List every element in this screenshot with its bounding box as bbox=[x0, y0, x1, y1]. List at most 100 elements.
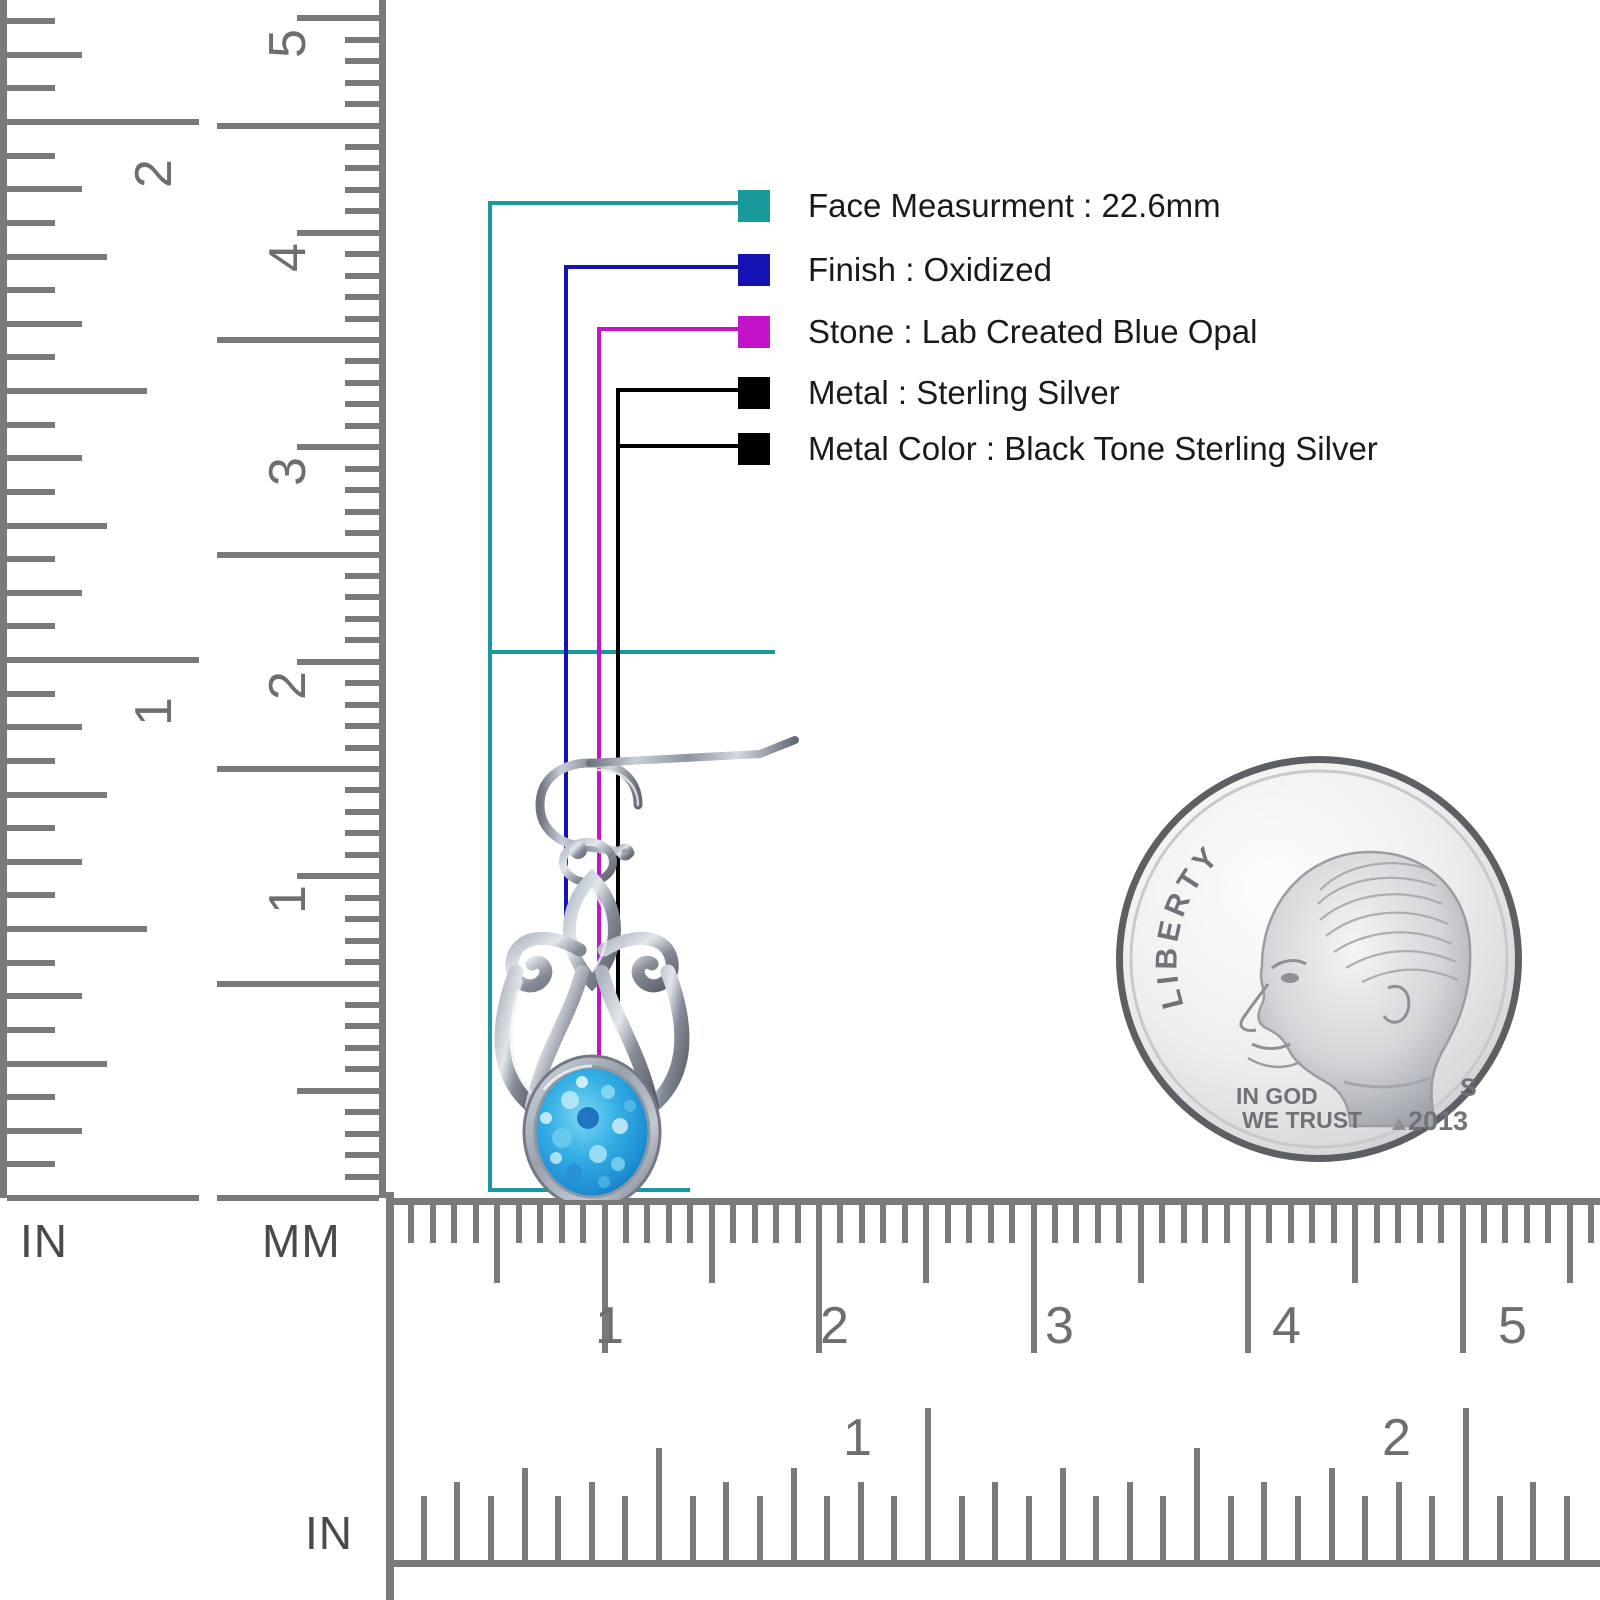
legend-row-metal-color[interactable]: Metal Color : Black Tone Sterling Silver bbox=[738, 426, 1378, 472]
legend-row-face-measurement[interactable]: Face Measurment : 22.6mm bbox=[738, 183, 1221, 229]
legend-label-metal-color: Metal Color : Black Tone Sterling Silver bbox=[808, 430, 1378, 467]
ruler-tick bbox=[345, 894, 379, 901]
ruler-tick bbox=[7, 858, 82, 865]
ruler-tick bbox=[1352, 1205, 1359, 1283]
ruler-tick bbox=[345, 744, 379, 751]
ruler-tick bbox=[622, 1205, 629, 1243]
ruler-tick bbox=[7, 1195, 199, 1201]
ruler-tick bbox=[345, 186, 379, 193]
ruler-tick bbox=[1438, 1205, 1445, 1243]
ear-wire-hook bbox=[535, 736, 799, 858]
bottom-inch-ruler-left-spine bbox=[386, 1192, 394, 1600]
ruler-tick bbox=[756, 1496, 763, 1560]
ruler-tick bbox=[1373, 1205, 1380, 1243]
legend-row-metal[interactable]: Metal : Sterling Silver bbox=[738, 370, 1120, 416]
ruler-tick bbox=[454, 1482, 461, 1560]
ruler-tick bbox=[1496, 1496, 1503, 1560]
coin-mintmark: S bbox=[1460, 1074, 1477, 1102]
bottom-mm-label-4: 4 bbox=[1272, 1297, 1301, 1355]
product-image-earring bbox=[494, 736, 799, 1200]
ruler-tick bbox=[708, 1205, 715, 1283]
bottom-inch-unit-label: IN bbox=[305, 1507, 353, 1559]
ruler-tick bbox=[7, 320, 82, 327]
ruler-tick bbox=[588, 1482, 595, 1560]
ruler-tick bbox=[7, 690, 55, 697]
ruler-tick bbox=[7, 287, 55, 294]
ruler-tick bbox=[1160, 1496, 1167, 1560]
ruler-tick bbox=[345, 208, 379, 215]
ruler-tick bbox=[7, 825, 55, 832]
ruler-tick bbox=[345, 830, 379, 837]
legend-row-stone[interactable]: Stone : Lab Created Blue Opal bbox=[738, 309, 1257, 355]
ruler-tick bbox=[1073, 1205, 1080, 1243]
ruler-tick bbox=[297, 229, 379, 236]
ruler-tick bbox=[665, 1205, 672, 1243]
coin-designer-initials bbox=[1392, 1118, 1406, 1130]
ruler-tick bbox=[7, 1026, 55, 1033]
ruler-tick bbox=[7, 892, 55, 899]
ruler-tick bbox=[345, 422, 379, 429]
ruler-tick bbox=[958, 1496, 965, 1560]
ruler-tick bbox=[217, 551, 379, 558]
ruler-tick bbox=[345, 615, 379, 622]
ruler-tick bbox=[7, 657, 199, 663]
ruler-tick bbox=[1588, 1205, 1595, 1243]
legend-row-finish[interactable]: Finish : Oxidized bbox=[738, 247, 1052, 293]
ruler-tick bbox=[1126, 1482, 1133, 1560]
ruler-tick bbox=[345, 358, 379, 365]
ruler-tick bbox=[345, 143, 379, 150]
ruler-tick bbox=[345, 959, 379, 966]
ruler-tick bbox=[7, 253, 107, 260]
mm-ruler-spine bbox=[379, 0, 386, 1198]
ruler-tick bbox=[1523, 1205, 1530, 1243]
bottom-mm-label-5: 5 bbox=[1498, 1297, 1527, 1355]
ruler-tick bbox=[751, 1205, 758, 1243]
ruler-tick bbox=[7, 152, 55, 159]
ruler-tick bbox=[656, 1448, 662, 1560]
ruler-tick bbox=[7, 354, 55, 361]
ruler-tick bbox=[1309, 1205, 1316, 1243]
ruler-tick bbox=[555, 1496, 562, 1560]
ruler-tick bbox=[1159, 1205, 1166, 1243]
ruler-tick bbox=[1194, 1448, 1200, 1560]
ruler-tick bbox=[1287, 1205, 1294, 1243]
ruler-tick bbox=[345, 79, 379, 86]
ruler-tick bbox=[1059, 1468, 1066, 1560]
ruler-tick bbox=[1502, 1205, 1509, 1243]
ruler-tick bbox=[1563, 1496, 1570, 1560]
ruler-tick bbox=[297, 658, 379, 665]
ruler-tick bbox=[1328, 1468, 1335, 1560]
bottom-inch-ruler-baseline bbox=[386, 1560, 1600, 1567]
ruler-tick bbox=[487, 1496, 494, 1560]
ruler-tick bbox=[1294, 1496, 1301, 1560]
ruler-tick bbox=[7, 589, 82, 596]
legend-swatch-face-measurement bbox=[738, 190, 770, 222]
ruler-tick bbox=[345, 572, 379, 579]
ruler-tick bbox=[217, 122, 379, 129]
ruler-tick bbox=[345, 36, 379, 43]
ruler-tick bbox=[345, 294, 379, 301]
ruler-tick bbox=[1245, 1205, 1251, 1353]
ruler-tick bbox=[345, 594, 379, 601]
ruler-tick bbox=[7, 1094, 55, 1101]
ruler-tick bbox=[345, 701, 379, 708]
ruler-tick bbox=[1202, 1205, 1209, 1243]
ruler-tick bbox=[1266, 1205, 1273, 1243]
ruler-tick bbox=[601, 1205, 608, 1353]
ruler-tick bbox=[217, 766, 379, 772]
bottom-mm-label-1: 1 bbox=[595, 1297, 624, 1355]
ruler-tick bbox=[7, 421, 55, 428]
ruler-tick bbox=[7, 186, 82, 193]
ruler-tick bbox=[521, 1468, 528, 1560]
ruler-tick bbox=[345, 465, 379, 472]
reference-coin-dime: LIBERTY IN GOD WE TRUST 2013 S bbox=[1116, 756, 1522, 1162]
ruler-tick bbox=[1545, 1205, 1552, 1243]
legend-swatch-metal-color bbox=[738, 433, 770, 465]
ruler-tick bbox=[891, 1496, 898, 1560]
mm-label-5: 5 bbox=[259, 29, 317, 58]
ruler-tick bbox=[217, 980, 379, 987]
ruler-tick bbox=[1463, 1408, 1469, 1560]
ruler-tick bbox=[537, 1205, 544, 1243]
ruler-tick bbox=[730, 1205, 737, 1243]
